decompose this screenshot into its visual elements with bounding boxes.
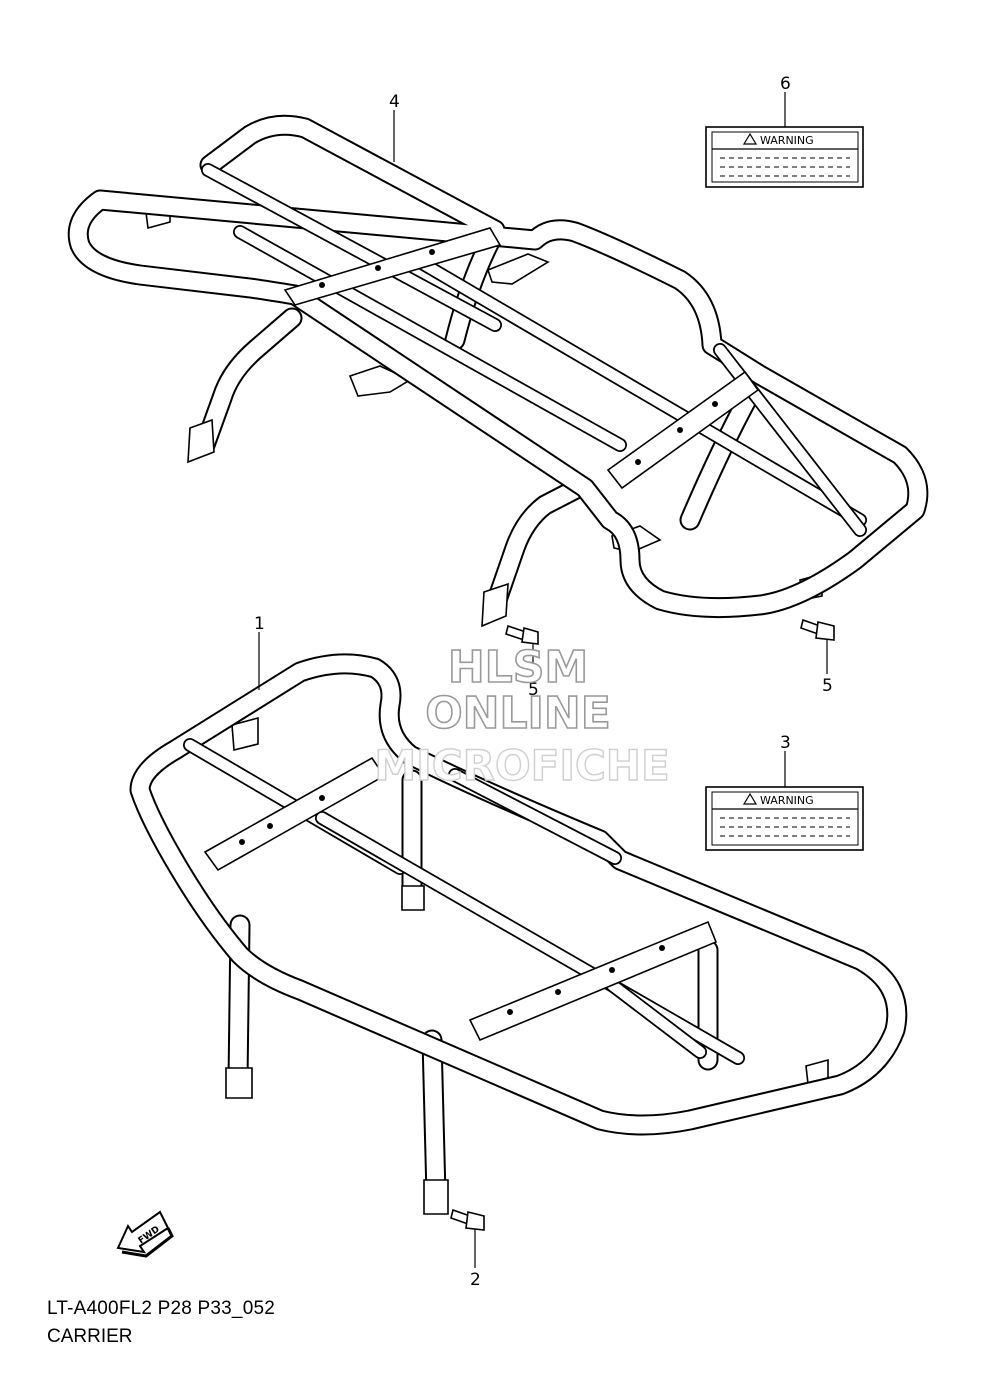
watermark-line1: HLSM bbox=[448, 642, 588, 693]
front-carrier-bracket bbox=[231, 716, 259, 752]
warning-triangle-icon bbox=[742, 132, 758, 145]
watermark: HLSM ONLINE MICROFICHE bbox=[374, 641, 671, 791]
warning-text: WARNING bbox=[760, 134, 814, 147]
bolt-part-2 bbox=[450, 1208, 485, 1231]
warning-label-part-6: WARNING bbox=[705, 126, 864, 188]
bolt-part-5-left bbox=[505, 624, 539, 645]
warning-label-part-3: WARNING bbox=[705, 786, 864, 851]
watermark-line2: ONLINE bbox=[425, 688, 611, 739]
fwd-arrow-icon: FWD bbox=[116, 1210, 174, 1258]
callout-3: 3 bbox=[780, 733, 791, 753]
rear-carrier-frame bbox=[67, 114, 929, 619]
rear-carrier-bracket bbox=[487, 253, 550, 285]
callout-6: 6 bbox=[780, 74, 791, 94]
bolt-part-5-right bbox=[800, 618, 835, 641]
leader-lines bbox=[258, 92, 828, 1268]
callout-2: 2 bbox=[470, 1270, 481, 1290]
warning-text: WARNING bbox=[760, 794, 814, 807]
rear-carrier-part-4 bbox=[67, 114, 929, 628]
callout-5-right: 5 bbox=[822, 676, 833, 696]
diagram-title: CARRIER bbox=[47, 1326, 133, 1347]
warning-triangle-icon bbox=[742, 792, 758, 805]
callout-5-left: 5 bbox=[528, 680, 539, 700]
front-carrier-frame bbox=[129, 653, 908, 1136]
callout-4: 4 bbox=[389, 92, 400, 112]
watermark-line3: MICROFICHE bbox=[374, 741, 669, 790]
front-carrier-part-1 bbox=[129, 653, 908, 1215]
diagram-code: LT-A400FL2 P28 P33_052 bbox=[47, 1298, 275, 1319]
callout-1: 1 bbox=[254, 614, 265, 634]
